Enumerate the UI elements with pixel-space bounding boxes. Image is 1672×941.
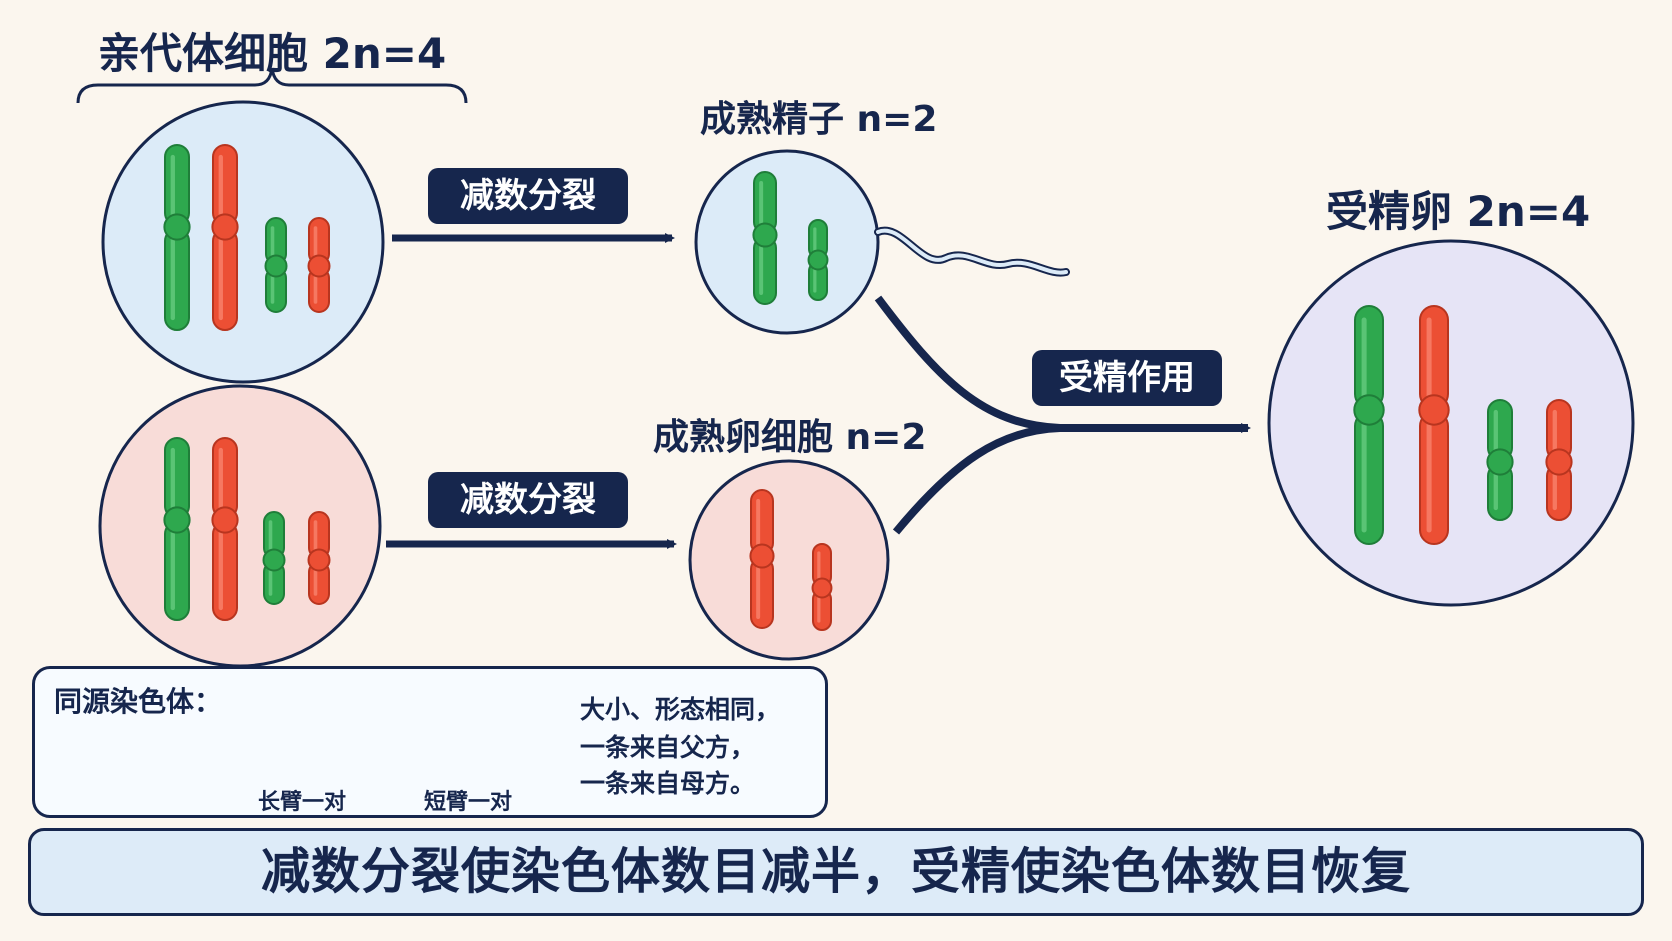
parent-cell-top	[101, 100, 385, 384]
fertilization-curve-bottom	[892, 424, 1061, 535]
chromosome-sperm-short-green	[807, 219, 829, 301]
meiosis-pill-bottom: 减数分裂	[428, 472, 628, 528]
chromosome-parent-top-short-green	[264, 217, 288, 313]
chromosome-parent-bottom-long-green	[163, 437, 191, 621]
chromosome-parent-bottom-short-red	[307, 511, 331, 605]
legend-desc-2: 一条来自父方，	[580, 733, 756, 762]
chromosome-zygote-long-green	[1353, 305, 1385, 545]
chromosome-parent-top-short-red	[307, 217, 331, 313]
fertilization-curve-top	[874, 295, 1061, 432]
long-pair-label: 长臂一对	[258, 790, 347, 815]
chromosome-parent-top-long-red	[211, 144, 239, 331]
parent-bracket	[76, 67, 468, 104]
chromosome-egg-short-red	[811, 543, 833, 631]
chromosome-parent-bottom-short-green	[262, 511, 286, 605]
sperm-label: 成熟精子 n=2	[700, 99, 938, 140]
sperm-cell	[694, 149, 880, 335]
egg-label: 成熟卵细胞 n=2	[653, 417, 927, 458]
chromosome-zygote-long-red	[1418, 305, 1450, 545]
legend-desc-1: 大小、形态相同，	[580, 695, 781, 724]
legend-title: 同源染色体：	[54, 685, 223, 718]
chromosome-egg-long-red	[749, 489, 775, 629]
chromosome-sperm-long-green	[752, 171, 778, 305]
sperm-tail-inner	[876, 228, 1068, 275]
short-pair-label: 短臂一对	[424, 790, 513, 815]
chromosome-zygote-short-green	[1486, 399, 1514, 521]
zygote-cell	[1267, 239, 1635, 607]
fertilization-pill: 受精作用	[1032, 350, 1222, 406]
parent-cell-bottom	[98, 384, 382, 668]
summary-text: 减数分裂使染色体数目减半，受精使染色体数目恢复	[260, 843, 1411, 900]
parent-cell-label: 亲代体细胞 2n=4	[98, 29, 447, 78]
zygote-label: 受精卵 2n=4	[1326, 187, 1591, 236]
legend-desc-3: 一条来自母方。	[580, 769, 756, 798]
legend-panel	[32, 666, 828, 818]
meiosis-pill-top: 减数分裂	[428, 168, 628, 224]
chromosome-zygote-short-red	[1545, 399, 1573, 521]
chromosome-parent-bottom-long-red	[211, 437, 239, 621]
summary-banner: 减数分裂使染色体数目减半，受精使染色体数目恢复	[28, 828, 1644, 916]
egg-cell	[688, 459, 890, 661]
chromosome-parent-top-long-green	[163, 144, 191, 331]
